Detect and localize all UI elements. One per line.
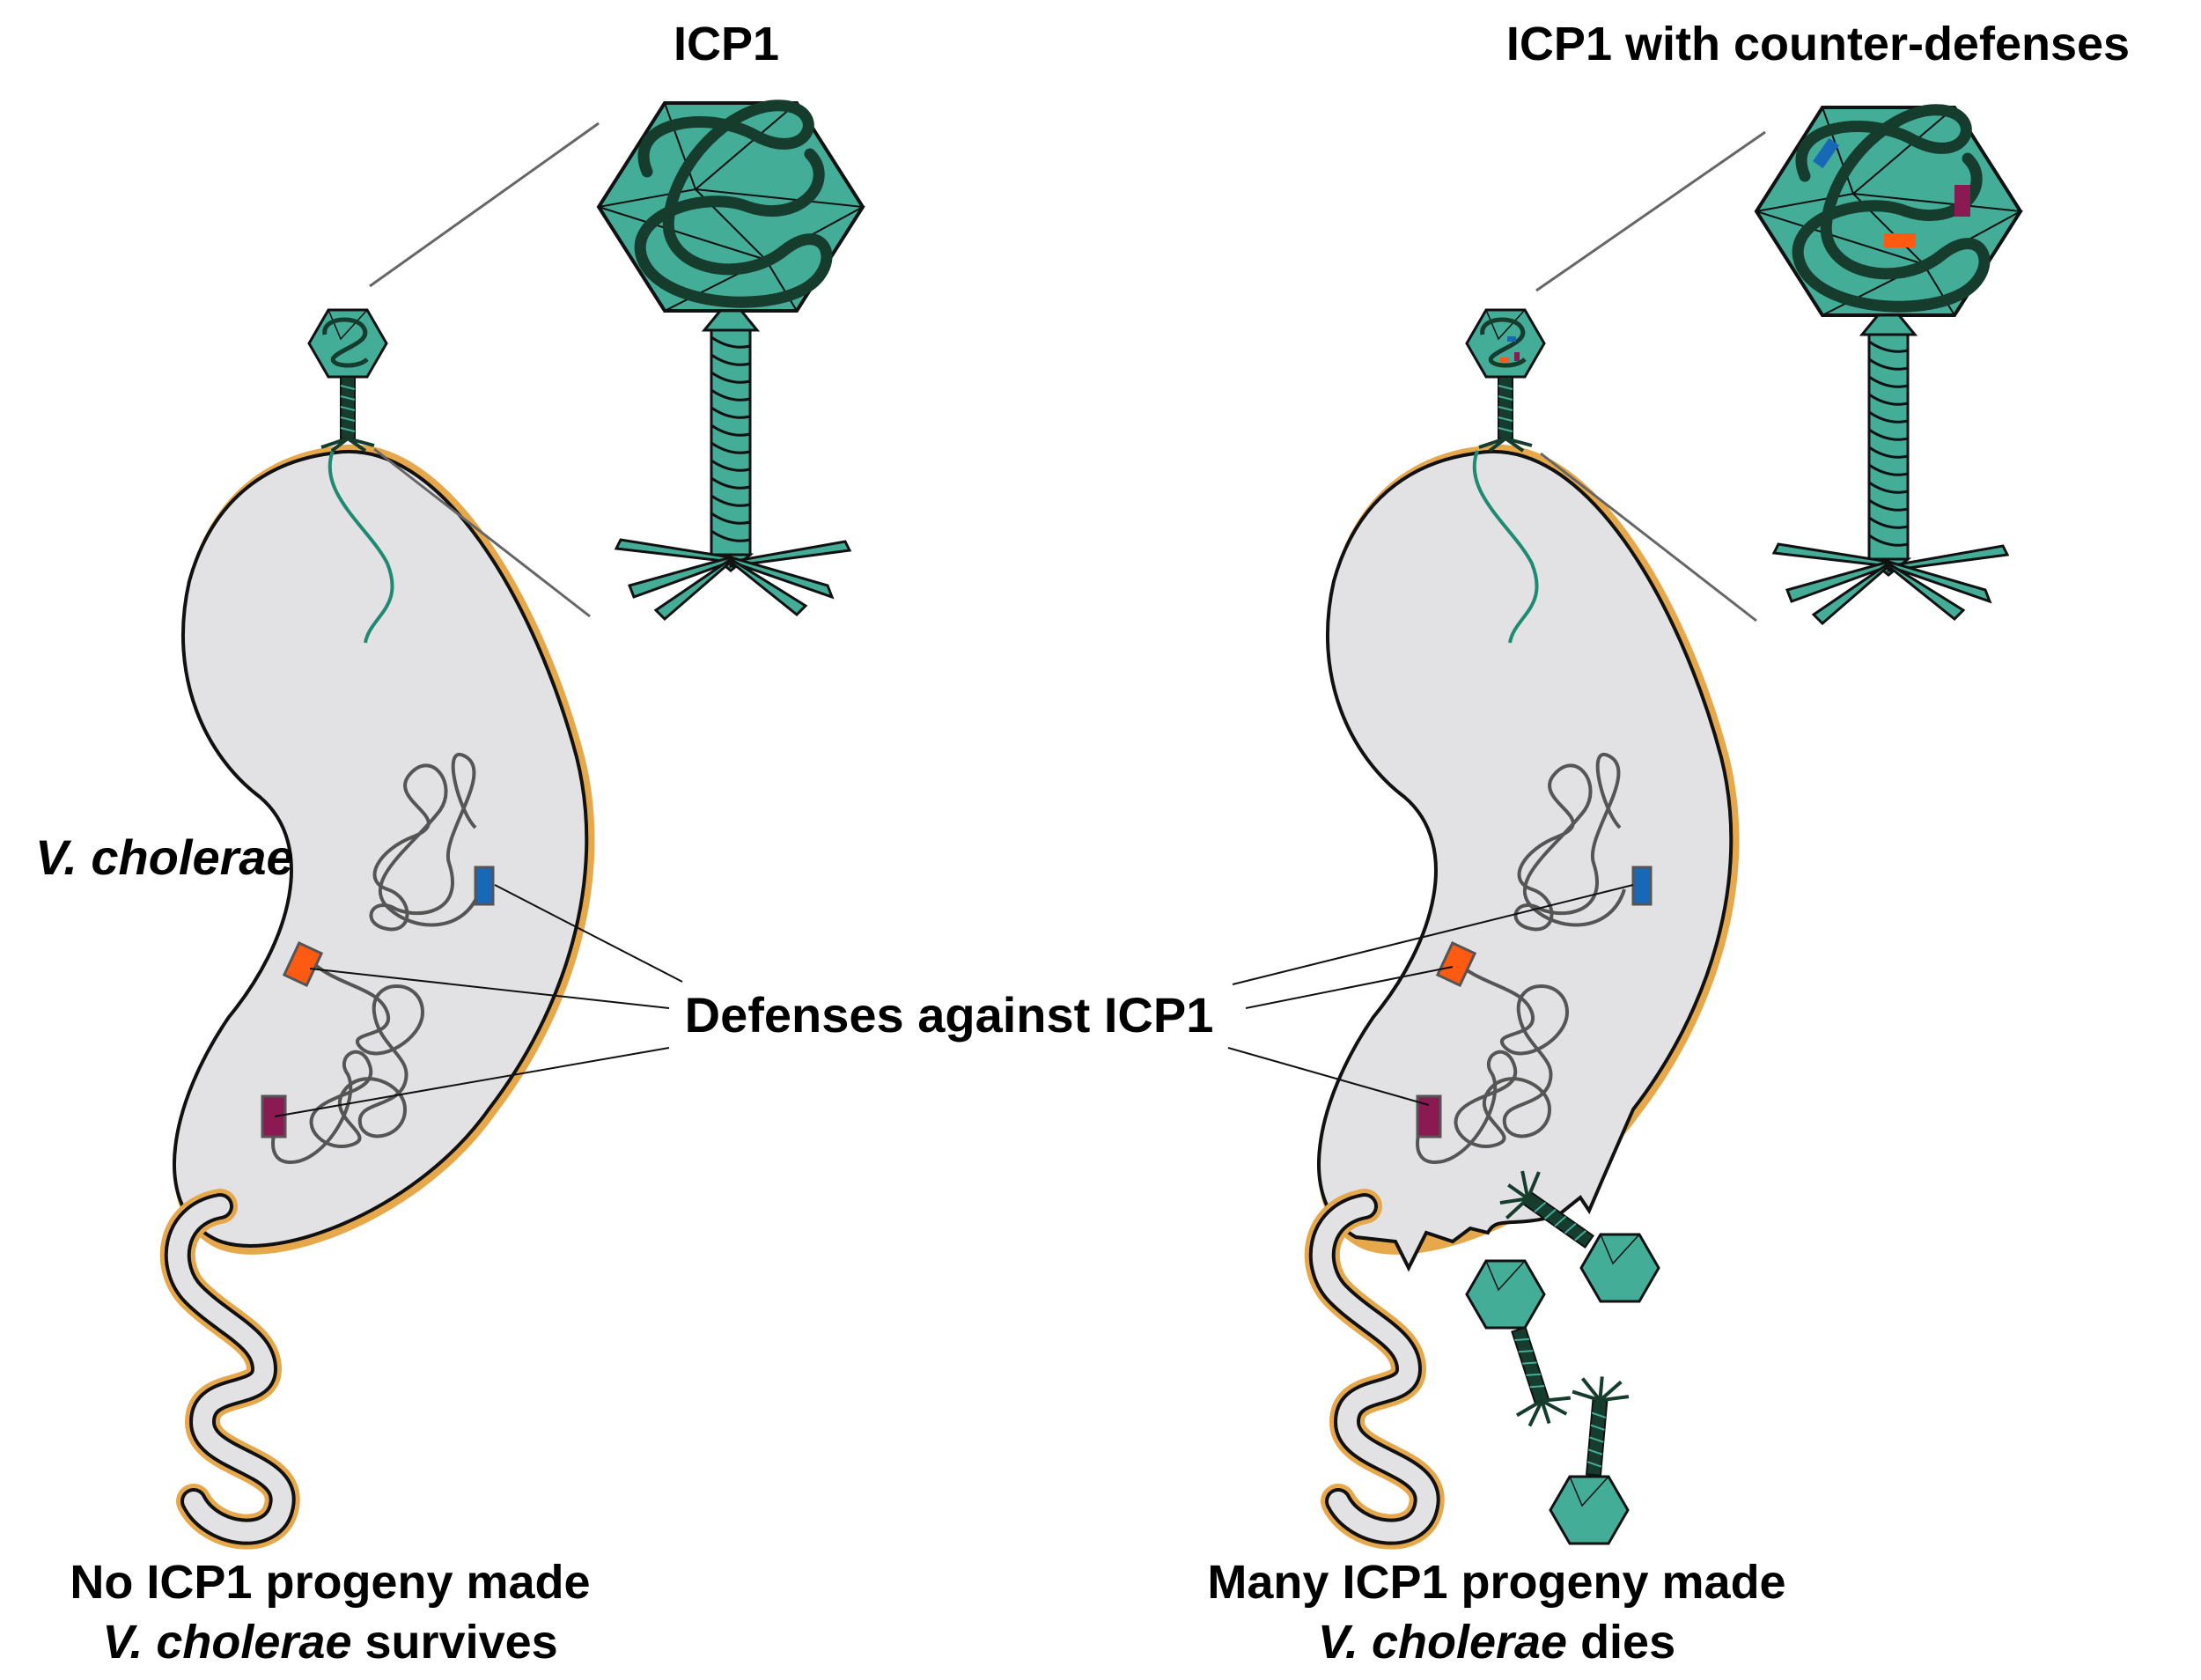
magnified-phage-left [597,103,865,621]
defense-gene-orange-right [1435,940,1477,988]
counter-defense-purple [1954,185,1970,217]
zoom-line-left-bottom [373,447,591,618]
title-right: ICP1 with counter-defenses [1506,18,2130,70]
attached-phage-right [1467,310,1544,451]
right-panel [1304,107,2022,1550]
outcome-right-line1: Many ICP1 progeny made [1207,1556,1785,1609]
left-panel [159,103,865,1550]
chromosome-left [271,753,482,1165]
defenses-label: Defenses against ICP1 [685,987,1214,1043]
outcome-right-line2: V. cholerae dies [1318,1616,1675,1669]
outcome-left-line1: No ICP1 progeny made [70,1556,590,1609]
chromosome-right [1416,753,1626,1165]
title-left: ICP1 [674,18,779,70]
injected-dna-right [1472,450,1539,644]
progeny-phage [1465,1259,1579,1434]
defense-gene-blue-left [474,866,495,906]
bacterium-right [1304,444,1740,1550]
zoom-line-right-top [1535,130,1766,292]
defense-gene-purple-right [1416,1094,1442,1138]
defense-gene-purple-left [261,1094,287,1138]
attached-phage-left [309,310,386,451]
defense-pointer-lines [274,884,1634,1117]
injected-dna-left [328,450,394,644]
bacterium-left [159,444,595,1550]
zoom-line-right-bottom [1540,452,1757,623]
counter-defense-blue [1813,137,1839,169]
zoom-line-left-top [369,122,600,288]
host-label: V. cholerae [35,829,294,885]
magnified-phage-right [1755,107,2022,625]
counter-defense-orange [1884,233,1916,247]
defense-gene-blue-right [1631,866,1653,906]
outcome-left-line2: V. cholerae survives [102,1616,557,1669]
